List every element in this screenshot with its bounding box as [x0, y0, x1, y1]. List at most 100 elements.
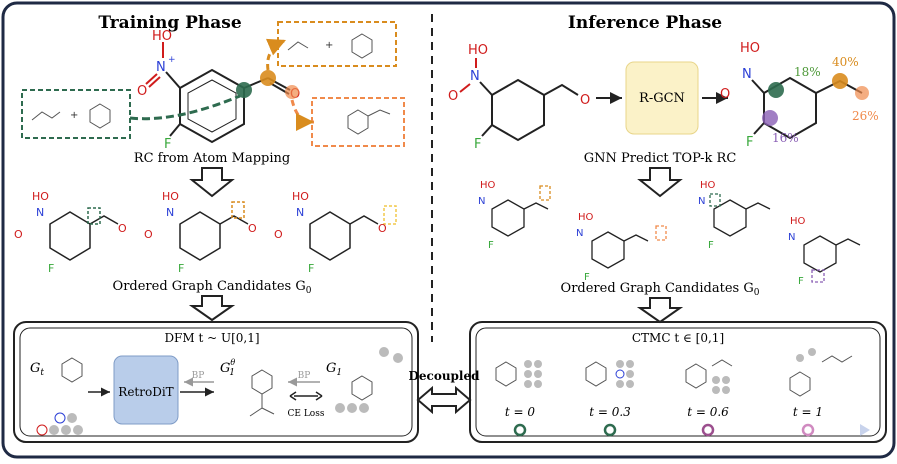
timeline-dot-03 [603, 423, 617, 437]
inference-candidate-1: N HO F [478, 180, 551, 251]
ctmc-state-06 [685, 359, 733, 394]
green-mapping-link [129, 94, 241, 121]
training-main-molecule: N + HO O F O [137, 29, 300, 152]
dfm-box [13, 321, 419, 443]
g-one-graph [335, 347, 403, 413]
orange-mapping-link [265, 38, 287, 71]
training-orange-reactant-box: + [277, 21, 397, 67]
svg-text:F: F [708, 240, 714, 251]
svg-text:F: F [746, 135, 753, 150]
ctmc-box [469, 321, 887, 443]
svg-text:N: N [742, 67, 752, 82]
svg-text:O: O [248, 222, 257, 235]
rgcn-box [625, 61, 699, 135]
pct-orange-top: 40% [832, 55, 859, 69]
svg-text:HO: HO [740, 41, 760, 56]
decoupled-arrow [416, 385, 472, 415]
timestep-03: t = 0.3 [589, 405, 631, 419]
svg-text:O: O [448, 89, 458, 104]
svg-text:F: F [798, 276, 804, 287]
svg-text:O: O [274, 228, 283, 241]
gnn-caption: GNN Predict TOP-k RC [584, 151, 737, 166]
pct-green: 18% [794, 65, 821, 79]
svg-text:HO: HO [292, 190, 309, 203]
svg-text:+: + [325, 40, 333, 51]
svg-text:HO: HO [578, 212, 594, 223]
rc-caption: RC from Atom Mapping [134, 151, 290, 166]
bp-right-label: BP [298, 371, 311, 381]
svg-text:HO: HO [162, 190, 179, 203]
svg-text:F: F [308, 262, 314, 275]
inference-candidate-4: N HO F [788, 216, 861, 287]
svg-text:+: + [168, 55, 176, 65]
g-theta-graph [249, 369, 275, 417]
svg-text:O: O [580, 93, 590, 108]
training-candidates-caption: Ordered Graph Candidates G0 [113, 279, 312, 296]
svg-text:HO: HO [700, 180, 716, 191]
svg-text:HO: HO [480, 180, 496, 191]
bp-left-label: BP [192, 371, 205, 381]
svg-text:O: O [118, 222, 127, 235]
decoupled-label: Decoupled [408, 369, 480, 383]
svg-text:+: + [70, 110, 78, 121]
timestep-1: t = 1 [793, 405, 823, 419]
rgcn-label: R-GCN [639, 91, 685, 106]
svg-text:HO: HO [468, 43, 488, 58]
training-down-arrow-1 [189, 167, 235, 198]
retrodit-box [113, 355, 179, 425]
timeline-dot-06 [701, 423, 715, 437]
svg-text:N: N [470, 69, 480, 84]
training-candidate-1: O N HO O F [14, 190, 127, 275]
g-t-graph [36, 357, 83, 436]
svg-text:N: N [478, 196, 485, 207]
svg-text:O: O [137, 84, 147, 99]
svg-text:N: N [698, 196, 705, 207]
inference-candidates-caption: Ordered Graph Candidates G0 [561, 281, 760, 298]
training-green-reactant-box: + [21, 89, 131, 139]
light-orange-mapping-link [290, 99, 315, 131]
training-candidate-2: O N HO O F [144, 190, 257, 275]
svg-text:F: F [48, 262, 54, 275]
svg-text:F: F [164, 137, 171, 152]
pct-orange-side: 26% [852, 109, 879, 123]
training-title: Training Phase [98, 13, 242, 33]
ctmc-state-1 [789, 348, 853, 397]
svg-text:O: O [378, 222, 387, 235]
dfm-inner-box [19, 327, 413, 437]
svg-text:HO: HO [32, 190, 49, 203]
dfm-label: DFM t ~ U[0,1] [164, 331, 259, 345]
inference-title: Inference Phase [568, 13, 722, 33]
inference-down-arrow-2 [636, 297, 684, 324]
inference-candidate-3: N HO F [698, 180, 771, 251]
svg-text:O: O [14, 228, 23, 241]
training-down-arrow-2 [188, 295, 236, 322]
timestep-0: t = 0 [505, 405, 536, 419]
svg-text:N: N [166, 206, 174, 219]
svg-text:N: N [36, 206, 44, 219]
svg-text:F: F [178, 262, 184, 275]
g-t-label: Gt [30, 361, 44, 378]
svg-text:N: N [296, 206, 304, 219]
timeline-dot-1 [801, 423, 815, 437]
svg-text:N: N [576, 228, 583, 239]
ce-loss-label: CE Loss [288, 409, 325, 419]
svg-text:F: F [488, 240, 494, 251]
inference-down-arrow-1 [637, 167, 683, 198]
svg-text:F: F [584, 272, 590, 283]
svg-text:F: F [474, 137, 481, 152]
g-one-label: G1 [326, 361, 342, 378]
svg-text:N: N [788, 232, 795, 243]
ctmc-state-03 [585, 360, 634, 388]
svg-text:N: N [156, 60, 166, 75]
ctmc-inner-box [475, 327, 881, 437]
svg-text:HO: HO [790, 216, 806, 227]
timestep-06: t = 0.6 [687, 405, 729, 419]
inference-predicted-molecule: N HO O F [720, 41, 869, 150]
svg-text:O: O [144, 228, 153, 241]
retrodit-label: RetroDiT [118, 385, 173, 399]
inference-candidate-2: N HO F [576, 212, 667, 283]
timeline-dot-0 [513, 423, 527, 437]
